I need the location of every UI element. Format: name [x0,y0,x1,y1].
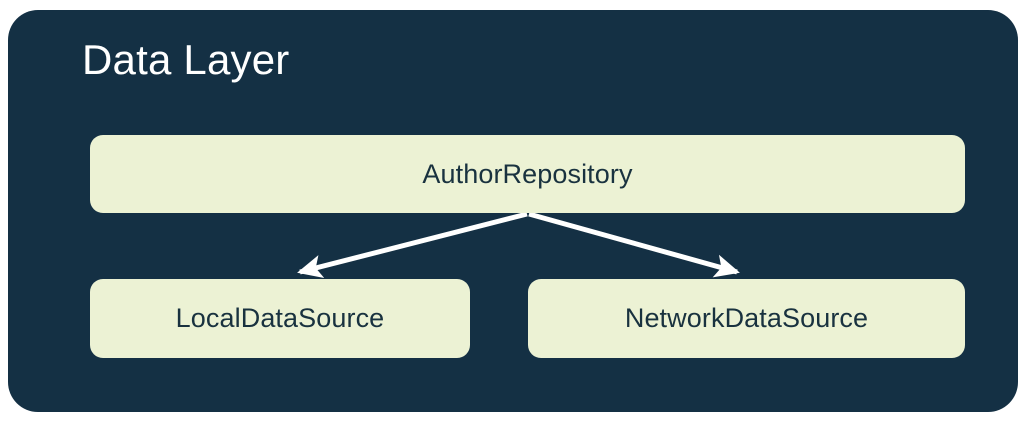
node-local-data-source-label: LocalDataSource [175,303,385,333]
layer-title: Data Layer [82,36,290,83]
node-author-repository[interactable]: AuthorRepository [90,135,965,213]
node-network-data-source[interactable]: NetworkDataSource [528,279,965,358]
node-author-repository-label: AuthorRepository [422,158,633,189]
node-local-data-source[interactable]: LocalDataSource [90,279,470,358]
node-network-data-source-label: NetworkDataSource [624,303,869,333]
